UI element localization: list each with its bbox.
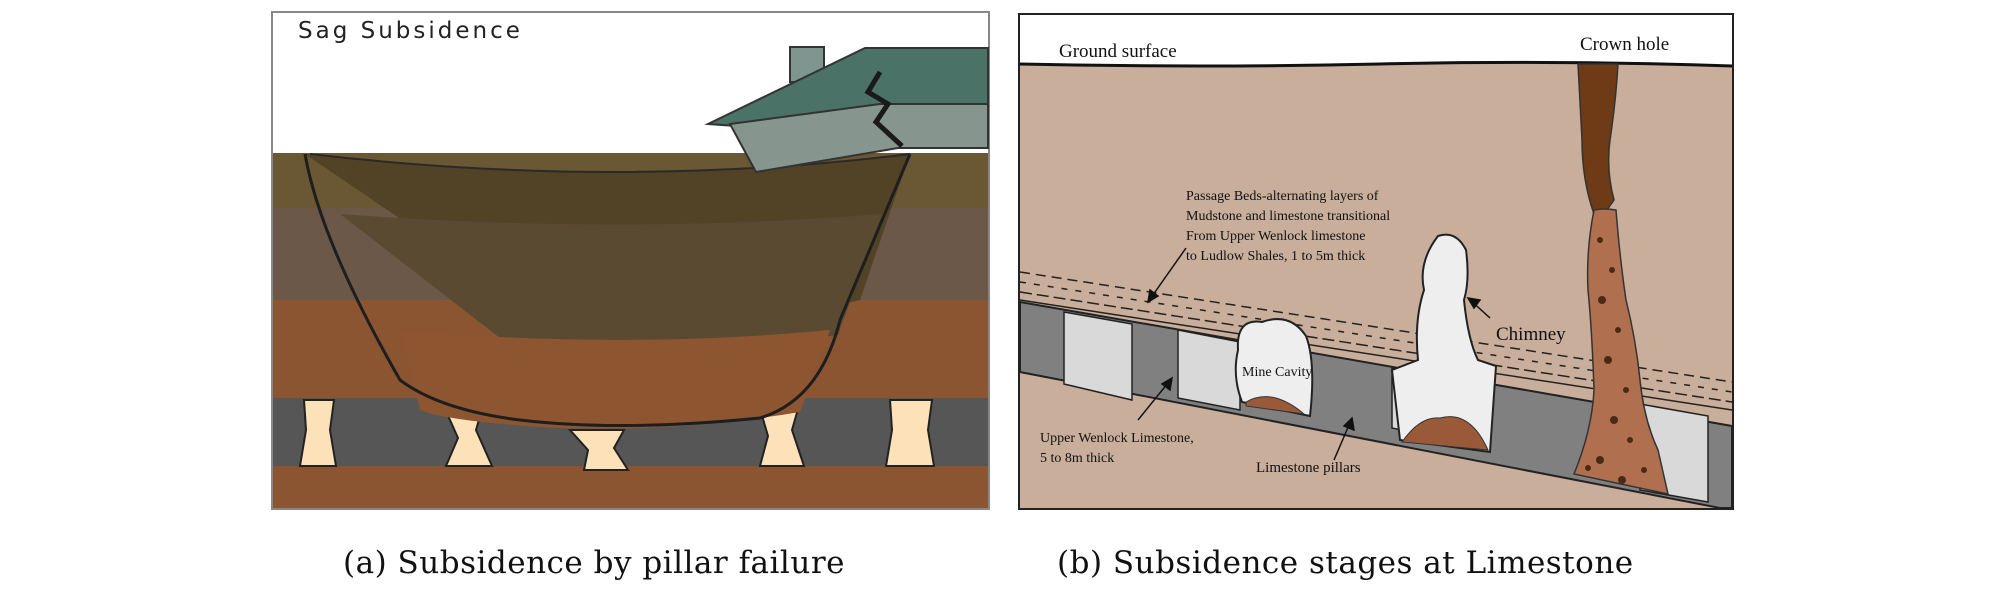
- mine-cavity: [1234, 318, 1314, 418]
- svg-text:Passage Beds-alternating laye: Passage Beds-alternating layers of: [1186, 189, 1379, 204]
- stratum-floor: [273, 466, 988, 508]
- chimney: [1390, 233, 1498, 454]
- panel-a-title: Sag Subsidence: [298, 18, 523, 44]
- crown-hole-collapse-column: [1572, 208, 1669, 495]
- svg-text:From Upper Wenlock limestone: From Upper Wenlock limestone: [1186, 229, 1365, 244]
- caption-panel-a: (a) Subsidence by pillar failure: [343, 545, 845, 581]
- svg-text:5 to 8m thick: 5 to 8m thick: [1040, 451, 1114, 466]
- crown-hole: [1577, 63, 1619, 215]
- pillar-5: [884, 399, 936, 467]
- svg-text:to Ludlow Shales, 1 to 5m thic: to Ludlow Shales, 1 to 5m thick: [1186, 249, 1365, 264]
- label-chimney: Chimney: [1496, 324, 1566, 345]
- tilted-house: [704, 46, 989, 174]
- label-passage-beds: Passage Beds-alternating layers of Mudst…: [1186, 189, 1390, 264]
- caption-panel-b: (b) Subsidence stages at Limestone: [1057, 545, 1634, 581]
- panel-a-sag-subsidence: Sag Subsidence: [271, 11, 990, 510]
- label-limestone-pillars: Limestone pillars: [1256, 460, 1361, 476]
- pillar-3: [567, 429, 630, 471]
- svg-text:Upper Wenlock Limestone,: Upper Wenlock Limestone,: [1040, 431, 1194, 446]
- mine-pillars: [298, 399, 936, 471]
- svg-text:Mudstone and limestone transit: Mudstone and limestone transitional: [1186, 209, 1390, 224]
- leader-lines: [1137, 247, 1491, 461]
- label-mine-cavity: Mine Cavity: [1242, 365, 1312, 380]
- panel-b-limestone-subsidence: Ground surface Crown hole Passage Beds-a…: [1018, 13, 1734, 510]
- label-crown-hole: Crown hole: [1580, 34, 1669, 55]
- chimney-rubble: [1401, 416, 1489, 451]
- label-upper-wenlock: Upper Wenlock Limestone, 5 to 8m thick: [1040, 431, 1194, 466]
- ground-surface-line: [1019, 60, 1733, 68]
- subsidence-trough: [303, 153, 912, 429]
- label-ground-surface: Ground surface: [1059, 41, 1177, 62]
- pillar-1: [298, 399, 338, 467]
- mine-cavity-rubble: [1245, 396, 1306, 415]
- collapse-debris: [1585, 237, 1647, 484]
